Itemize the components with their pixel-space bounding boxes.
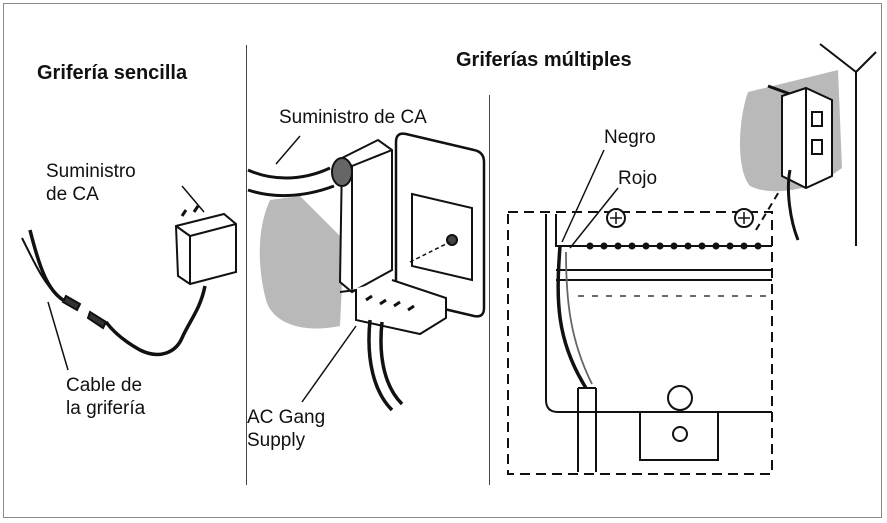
single-power-label-line1: Suministro: [46, 161, 136, 182]
diagram-frame: [3, 3, 882, 518]
panel-divider-left: [246, 45, 247, 485]
gang-supply-label-line1: AC Gang: [247, 407, 326, 428]
single-adapter-illustration: [21, 185, 237, 371]
single-cable-label-line2: la grifería: [66, 398, 146, 419]
single-panel-title: Grifería sencilla: [37, 62, 188, 84]
wall-box-inset: [740, 43, 877, 246]
gang-box-illustration: [247, 132, 486, 412]
single-cable-label-line1: Cable de: [66, 375, 143, 396]
single-power-label-line2: de CA: [46, 184, 99, 205]
single-power-label: Suministro de CA: [46, 160, 136, 206]
gang-supply-label: AC Gang Supply: [247, 406, 325, 452]
multiple-panel-title: Griferías múltiples: [456, 49, 632, 71]
wiring-detail-illustration: [507, 149, 787, 475]
gang-supply-label-line2: Supply: [247, 430, 306, 451]
panel-divider-right: [489, 95, 490, 485]
black-wire-label: Negro: [604, 127, 656, 148]
red-wire-label: Rojo: [618, 168, 658, 189]
multiple-power-label: Suministro de CA: [279, 107, 427, 128]
single-cable-label: Cable de la grifería: [66, 374, 145, 420]
